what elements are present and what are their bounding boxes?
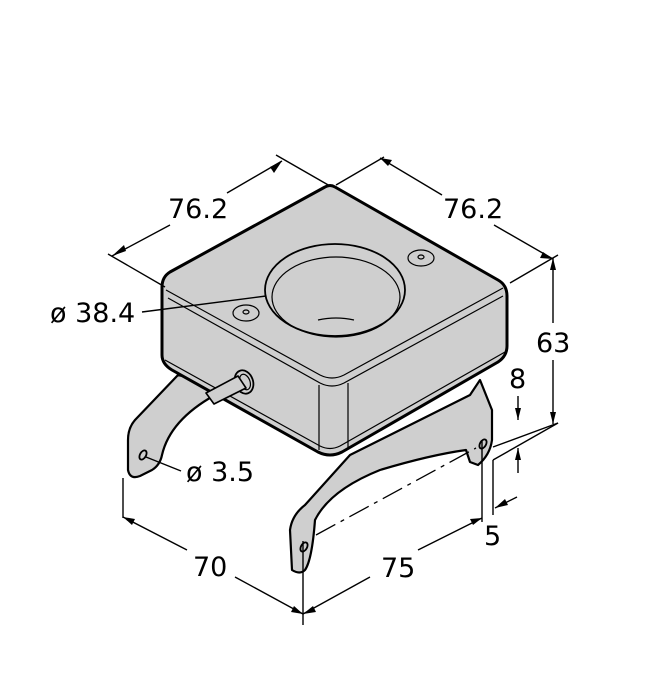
dimension-lines [107,154,559,625]
mounting-bracket [126,373,494,574]
bracket-hole-front [299,541,309,553]
dim-bracket-offset: 8 [509,364,526,395]
screw-right [407,249,435,267]
screw-left [232,304,260,322]
dim-bore-diameter: ø 38.4 [50,298,135,329]
dim-width-left: 76.2 [168,194,228,225]
dim-width-right: 76.2 [443,194,503,225]
bore-outer [264,243,406,337]
dim-bracket-thickness: 5 [484,521,501,552]
bore-inner [271,256,401,338]
dim-hole-diameter: ø 3.5 [186,457,254,488]
dim-height-total: 63 [536,328,570,359]
bracket-hole-right [478,438,488,450]
bracket-hole-left [138,449,148,461]
dim-bracket-depth: 70 [193,552,227,583]
dim-bracket-span: 75 [381,553,415,584]
cable-gland [205,369,255,405]
sensor-housing [160,184,509,457]
